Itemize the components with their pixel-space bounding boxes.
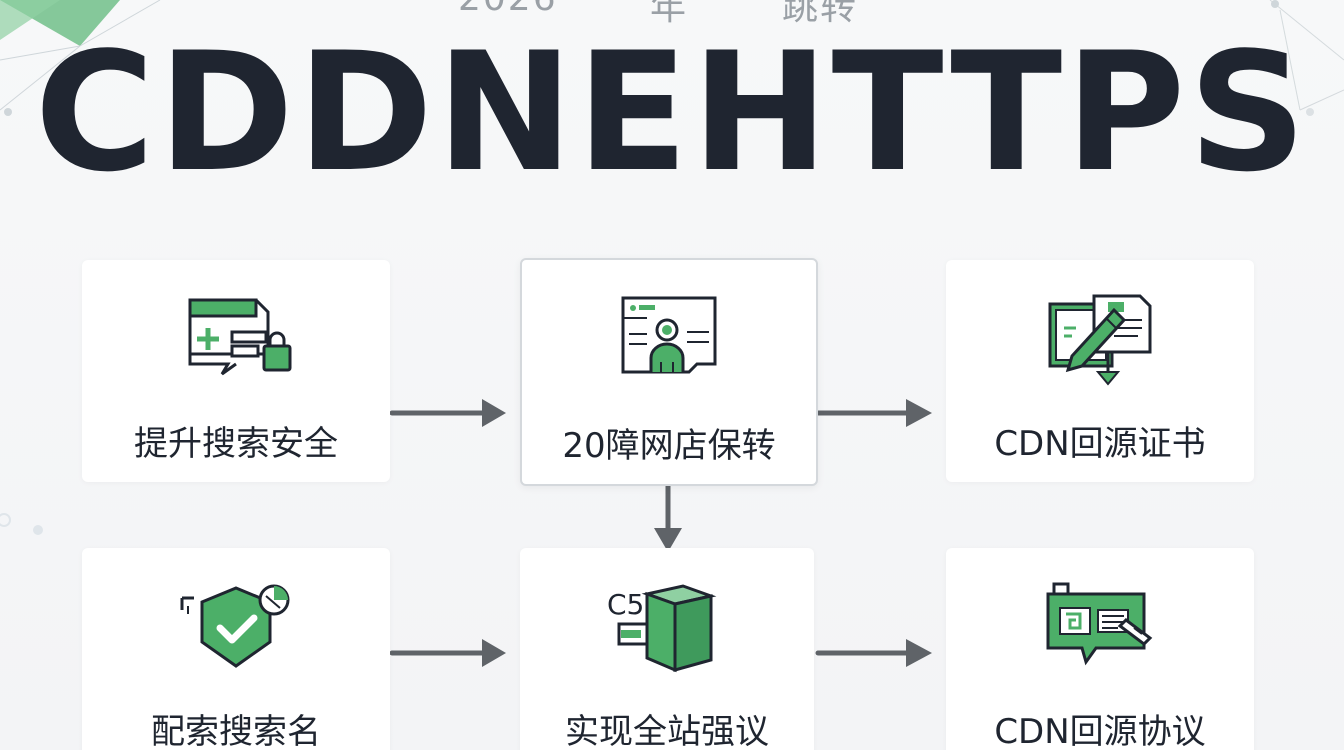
card-cdn-protocol: CDN回源协议 <box>946 548 1254 750</box>
card-search-name: 配索搜索名 <box>82 548 390 750</box>
arrow-4-to-5 <box>389 639 506 667</box>
card-label-search-name: 配索搜索名 <box>151 712 321 750</box>
cube-label-text: C5 <box>607 588 645 621</box>
cube-box-graphic: C5 <box>607 578 727 678</box>
arrow-2-to-5 <box>654 483 682 552</box>
card-label-cdn-protocol: CDN回源协议 <box>994 712 1206 750</box>
arrow-5-to-6 <box>815 639 932 667</box>
card-store-guarantee: 20障网店保转 <box>520 258 818 486</box>
card-label-cdn-cert: CDN回源证书 <box>994 424 1206 464</box>
card-search-security: 提升搜索安全 <box>82 260 390 482</box>
certificate-edit-icon <box>1048 294 1152 386</box>
arrow-2-to-3 <box>815 399 932 427</box>
card-label-full-site: 实现全站强议 <box>565 712 769 750</box>
caption-right: 跳转 <box>782 0 859 28</box>
arrow-1-to-2 <box>389 399 506 427</box>
page-title: CDDNEHTTPS <box>34 17 1310 208</box>
certificate-plus-icon <box>188 298 292 376</box>
certificate-pen-icon <box>1046 582 1153 666</box>
card-full-site: C5 实现全站强议 <box>520 548 814 750</box>
top-caption: 2026 年 跳转 <box>0 0 1344 28</box>
caption-year: 2026 <box>458 0 558 19</box>
caption-mid: 年 <box>650 0 689 28</box>
cube-box-icon <box>617 584 717 673</box>
shield-check-icon <box>180 584 290 668</box>
user-profile-icon <box>621 296 717 374</box>
card-label-store-guarantee: 20障网店保转 <box>562 426 776 466</box>
card-label-search-security: 提升搜索安全 <box>134 424 338 464</box>
card-cdn-cert: CDN回源证书 <box>946 260 1254 482</box>
